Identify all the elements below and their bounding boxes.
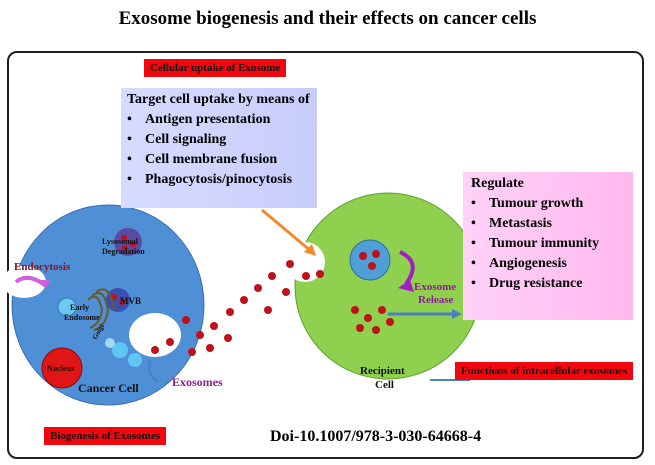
exosome: [210, 322, 218, 330]
regulate-item: •Tumour immunity: [471, 236, 600, 251]
exosome: [224, 334, 232, 342]
exosome-release-notch: [129, 313, 181, 357]
exosome: [372, 326, 380, 334]
nucleus-label: Nucleus: [47, 364, 74, 373]
regulate-list: •Tumour growth •Metastasis •Tumour immun…: [471, 194, 625, 294]
uptake-item: •Cell membrane fusion: [127, 152, 278, 167]
exosome-pointer-arrow: [148, 359, 159, 383]
exosome: [268, 272, 276, 280]
regulate-arrowhead: [452, 309, 462, 319]
exosome: [151, 346, 159, 354]
exosome-trail: [151, 260, 324, 356]
vesicle: [128, 353, 142, 367]
doi-text: Doi-10.1007/978-3-030-64668-4: [270, 428, 482, 445]
vesicle: [112, 342, 128, 358]
exosome: [386, 318, 394, 326]
exosome: [264, 306, 272, 314]
uptake-item-text: Cell signaling: [145, 132, 227, 147]
endocytosis-label: Endocytosis: [14, 261, 71, 273]
uptake-box: Target cell uptake by means of •Antigen …: [121, 88, 317, 208]
mvb-label: MVB: [120, 296, 141, 306]
lysosome-dot: [130, 241, 136, 247]
endocytosis-notch: [2, 266, 46, 298]
lysosome: [114, 228, 142, 256]
mvb: [106, 288, 130, 312]
lysosomal-label-2: Degradation: [102, 247, 145, 256]
endocytosis-arrowhead: [38, 280, 50, 288]
exosome: [226, 308, 234, 316]
release-arrow: [399, 250, 415, 286]
recipient-endosome: [349, 239, 391, 281]
mvb-dot: [119, 299, 125, 305]
golgi: [87, 288, 115, 331]
regulate-item: •Drug resistance: [471, 276, 583, 291]
exosome: [364, 314, 372, 322]
exosome: [372, 250, 380, 258]
exosome: [378, 306, 386, 314]
exosome: [166, 338, 174, 346]
nucleus: [41, 347, 83, 389]
exosome: [196, 331, 204, 339]
vesicle: [105, 338, 115, 348]
recipient-cell-label-2: Cell: [375, 379, 394, 391]
uptake-item: •Antigen presentation: [127, 112, 271, 127]
uptake-item-text: Antigen presentation: [145, 112, 271, 127]
cellular-uptake-label: Cellular uptake of Exosome: [144, 59, 287, 77]
release-arrowhead: [398, 280, 414, 292]
exosomes-label: Exosomes: [172, 375, 223, 389]
exosome: [240, 296, 248, 304]
exosome: [359, 252, 367, 260]
exosome: [182, 316, 190, 324]
regulate-item-text: Metastasis: [489, 216, 552, 231]
uptake-item-text: Cell membrane fusion: [145, 152, 278, 167]
lysosome-dot: [121, 235, 127, 241]
uptake-list: •Antigen presentation •Cell signaling •C…: [127, 110, 311, 190]
uptake-item: •Cell signaling: [127, 132, 227, 147]
exosome: [286, 260, 294, 268]
uptake-heading: Target cell uptake by means of: [127, 92, 310, 107]
recipient-cell-label-1: Recipient: [360, 365, 405, 377]
early-endosome-label-2: Endosome: [64, 313, 100, 322]
exosome-release-label-2: Release: [418, 294, 454, 306]
exosome: [316, 270, 324, 278]
exosome: [368, 262, 376, 270]
regulate-item: •Angiogenesis: [471, 256, 567, 271]
cancer-cell-label: Cancer Cell: [78, 381, 139, 395]
regulate-item-text: Angiogenesis: [489, 256, 567, 271]
early-endosome: [57, 297, 77, 317]
regulate-box: Regulate •Tumour growth •Metastasis •Tum…: [463, 172, 633, 320]
regulate-item: •Metastasis: [471, 216, 552, 231]
biogenesis-label: Biogenesis of Exosomes: [44, 427, 166, 445]
regulate-heading: Regulate: [471, 176, 524, 191]
exosome: [356, 324, 364, 332]
exosome: [351, 306, 359, 314]
diagram-title: Exosome biogenesis and their effects on …: [118, 8, 537, 29]
uptake-item: •Phagocytosis/pinocytosis: [127, 172, 293, 187]
lysosomal-label-1: Lysosomal: [102, 237, 139, 246]
uptake-item-text: Phagocytosis/pinocytosis: [145, 172, 293, 187]
exosome: [282, 288, 290, 296]
regulate-item-text: Tumour immunity: [489, 236, 600, 251]
functions-label: Functions of intracellular exosomes: [455, 362, 634, 380]
diagram-frame: [7, 51, 644, 459]
exosome-release-label-1: Exosome: [414, 281, 456, 293]
early-endosome-label-1: Early: [70, 303, 89, 312]
exosome: [254, 284, 262, 292]
regulate-item-text: Drug resistance: [489, 276, 583, 291]
uptake-notch: [285, 242, 325, 282]
uptake-arrowhead: [304, 244, 316, 256]
exosome: [206, 344, 214, 352]
uptake-arrow: [261, 208, 313, 254]
regulate-item: •Tumour growth: [471, 196, 584, 211]
regulate-item-text: Tumour growth: [489, 196, 584, 211]
exosome: [188, 348, 196, 356]
mvb-dot: [111, 294, 117, 300]
exosome: [302, 272, 310, 280]
lysosome-dot: [122, 245, 128, 251]
